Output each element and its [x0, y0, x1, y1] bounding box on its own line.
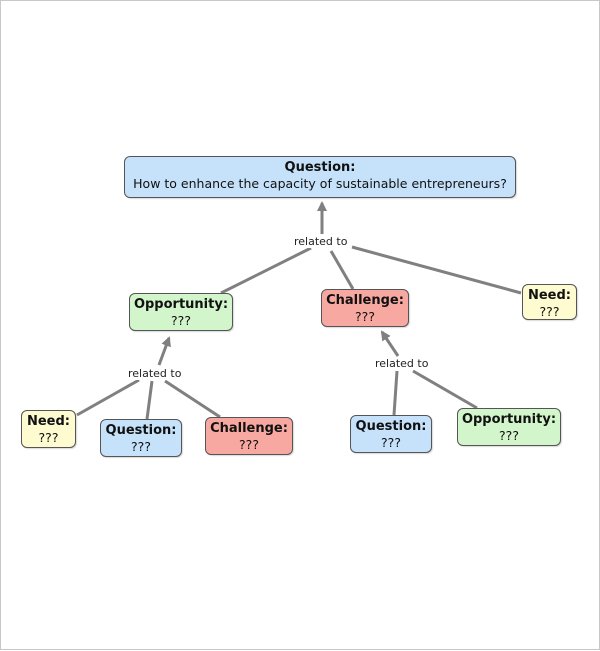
- link-challenge-to-top: [329, 250, 355, 290]
- opportunity-child-challenge-type: Challenge:: [210, 421, 288, 436]
- opportunity-text: ???: [171, 313, 191, 328]
- opportunity-child-question-text: ???: [131, 439, 151, 454]
- challenge-child-opportunity-node[interactable]: Opportunity: ???: [457, 408, 561, 446]
- challenge-child-opportunity-text: ???: [499, 428, 519, 443]
- link-need-to-top: [351, 245, 522, 295]
- opportunity-child-need-type: Need:: [26, 414, 71, 429]
- link-opportunity-to-right: [412, 369, 478, 410]
- challenge-node[interactable]: Challenge: ???: [321, 289, 409, 327]
- opportunity-child-challenge-node[interactable]: Challenge: ???: [205, 417, 293, 455]
- opportunity-child-need-text: ???: [38, 430, 59, 445]
- opportunity-child-question-type: Question:: [105, 423, 177, 438]
- need-type: Need:: [527, 288, 572, 303]
- link-need-to-left: [76, 378, 140, 417]
- link-opportunity-to-top: [220, 246, 312, 295]
- challenge-child-question-node[interactable]: Question: ???: [350, 415, 432, 453]
- opportunity-child-challenge-text: ???: [239, 437, 259, 452]
- challenge-child-question-type: Question:: [355, 419, 427, 434]
- link-label-right: related to: [373, 357, 431, 370]
- challenge-child-question-text: ???: [381, 435, 401, 450]
- need-node[interactable]: Need: ???: [522, 284, 577, 320]
- link-challenge-to-left: [164, 379, 221, 419]
- challenge-child-opportunity-type: Opportunity:: [461, 412, 557, 427]
- link-label-top: related to: [292, 235, 350, 248]
- root-question-type: Question:: [284, 160, 356, 175]
- link-question-to-left: [145, 380, 154, 420]
- need-text: ???: [539, 304, 560, 319]
- challenge-text: ???: [355, 309, 375, 324]
- link-left-to-opportunity: [157, 336, 171, 366]
- opportunity-child-question-node[interactable]: Question: ???: [100, 419, 182, 457]
- opportunity-type: Opportunity:: [133, 297, 229, 312]
- link-right-to-challenge: [380, 330, 400, 357]
- challenge-type: Challenge:: [326, 293, 404, 308]
- root-question-text: How to enhance the capacity of sustainab…: [133, 176, 507, 191]
- opportunity-child-need-node[interactable]: Need: ???: [21, 410, 76, 448]
- opportunity-node[interactable]: Opportunity: ???: [129, 293, 233, 331]
- link-label-left: related to: [126, 367, 184, 380]
- link-question-to-right: [392, 370, 399, 416]
- root-question-node[interactable]: Question: How to enhance the capacity of…: [124, 156, 516, 198]
